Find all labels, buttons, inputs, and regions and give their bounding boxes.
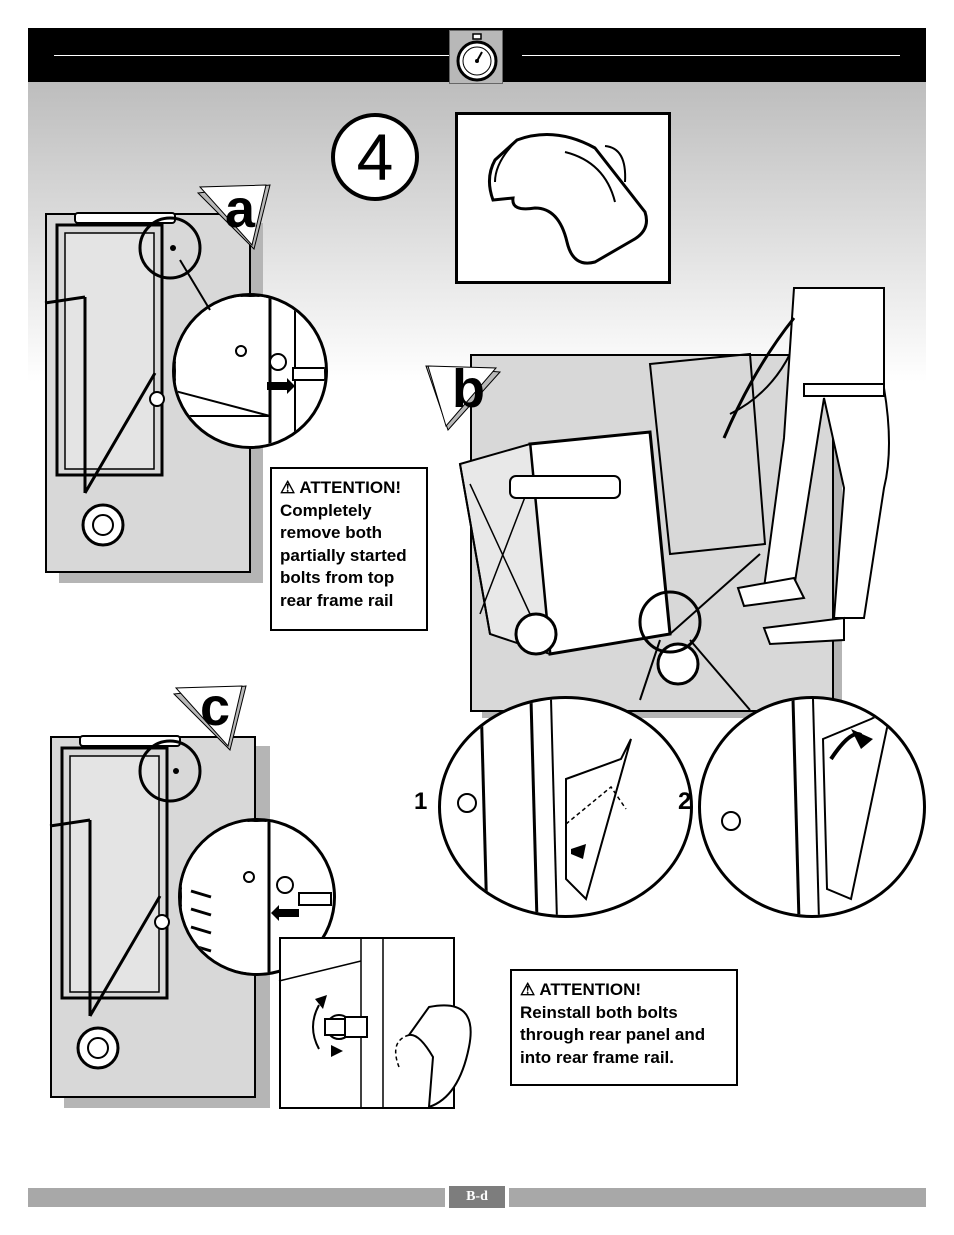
header-rule-left [54, 55, 459, 56]
attention-c-line-3: into rear frame rail. [520, 1047, 675, 1067]
label-b-triangle [425, 365, 502, 431]
footer-bar-left [28, 1188, 445, 1207]
zoom-a-connector [179, 259, 211, 311]
grill-cart-side-view-c [49, 735, 202, 1070]
attention-a-line-3: partially started [280, 545, 407, 565]
stopwatch-icon [449, 30, 503, 84]
grill-cart-side-view-a [44, 212, 202, 547]
sub-step-a: a [225, 179, 256, 239]
attention-a-line-1: Completely [280, 500, 372, 520]
zoom-1-panel-slot [438, 696, 693, 918]
sub-step-c: c [200, 677, 231, 737]
attention-c-line-2: through rear panel and [520, 1025, 706, 1044]
header-rule-right [522, 55, 900, 56]
reinstall-detail-box [278, 937, 472, 1109]
zoom-2-panel-seated [698, 696, 926, 918]
zoom-a-bolt-detail [172, 293, 328, 449]
handle-bracket-illustration [488, 133, 648, 265]
callout-number-1: 1 [414, 788, 428, 815]
person-lifting-illustration [722, 287, 890, 646]
page-number: B-d [447, 1186, 507, 1208]
warning-triangle-icon: ⚠ [520, 980, 536, 999]
attention-c-line-1: Reinstall both bolts [520, 1002, 678, 1022]
callout-number-2: 2 [678, 788, 692, 815]
label-c-triangle [172, 685, 247, 751]
attention-a-heading: ATTENTION! [299, 478, 402, 497]
attention-box-c: ⚠ ATTENTION! Reinstall both bolts throug… [510, 969, 738, 1086]
zoom-b-connectors [639, 639, 751, 711]
grill-cart-perspective-view-b [458, 352, 791, 686]
attention-a-line-2: remove both [280, 523, 383, 542]
part-illustration-box [455, 112, 671, 284]
bolt-reinstall-illustration [278, 937, 472, 1109]
attention-a-line-4: bolts from top [280, 568, 395, 587]
attention-box-a: ⚠ ATTENTION! Completely remove both part… [270, 467, 428, 631]
footer-bar-right [509, 1188, 926, 1207]
attention-c-heading: ATTENTION! [539, 980, 642, 999]
label-a-triangle [196, 184, 271, 250]
panel-b [458, 352, 842, 718]
step-number: 4 [331, 113, 419, 201]
attention-a-line-5: rear frame rail [280, 590, 394, 610]
sub-step-b: b [452, 359, 485, 419]
warning-triangle-icon: ⚠ [280, 478, 296, 497]
